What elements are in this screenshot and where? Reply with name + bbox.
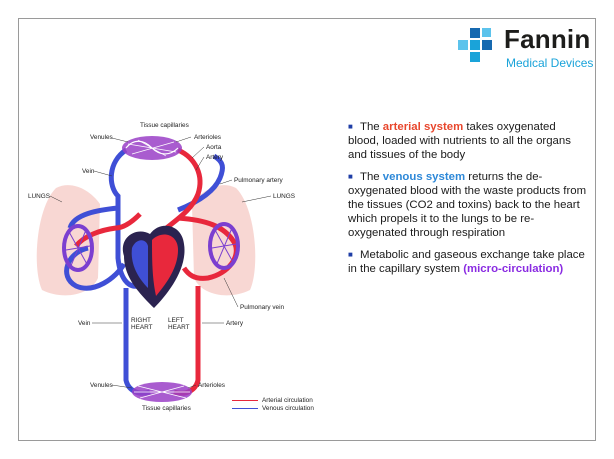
circulation-diagram: Tissue capillaries Venules Arterioles Ao… bbox=[28, 118, 348, 418]
legend-venous-label: Venous circulation bbox=[262, 405, 314, 412]
fannin-cross-icon bbox=[456, 26, 502, 68]
bottom-capillary-bed bbox=[132, 382, 192, 402]
label-aorta: Aorta bbox=[206, 144, 222, 151]
legend-arterial-label: Arterial circulation bbox=[262, 397, 313, 404]
fannin-logo: Fannin Medical Devices bbox=[456, 22, 596, 82]
diagram-legend: Arterial circulation Venous circulation bbox=[232, 396, 314, 412]
label-arterioles-top: Arterioles bbox=[194, 134, 221, 141]
label-pulmonary-artery: Pulmonary artery bbox=[234, 177, 283, 184]
label-venules-top: Venules bbox=[90, 134, 113, 141]
label-tissue-capillaries-bottom: Tissue capillaries bbox=[142, 405, 191, 412]
label-left-heart-1: LEFT bbox=[168, 317, 184, 324]
label-artery-top: Artery bbox=[206, 154, 224, 161]
label-tissue-capillaries-top: Tissue capillaries bbox=[140, 122, 189, 129]
bullet-square-icon: ■ bbox=[348, 120, 360, 134]
arterial-swatch bbox=[232, 400, 258, 401]
label-pulmonary-vein: Pulmonary vein bbox=[240, 304, 284, 311]
label-right-heart-2: HEART bbox=[131, 324, 153, 331]
venous-swatch bbox=[232, 408, 258, 409]
bullet-3-term: (micro-circulation) bbox=[463, 263, 563, 275]
bullet-2-term: venous system bbox=[383, 171, 465, 183]
bullet-1-before: The bbox=[360, 121, 383, 133]
legend-venous: Venous circulation bbox=[232, 404, 314, 412]
bullet-venous: ■The venous system returns the de-oxygen… bbox=[348, 170, 588, 240]
logo-name: Fannin bbox=[504, 24, 590, 55]
label-lungs-right: LUNGS bbox=[273, 193, 295, 200]
label-right-heart-1: RIGHT bbox=[131, 317, 151, 324]
bullet-square-icon: ■ bbox=[348, 248, 360, 262]
label-left-heart-2: HEART bbox=[168, 324, 190, 331]
label-vein-top: Vein bbox=[82, 168, 95, 175]
bullet-exchange: ■Metabolic and gaseous exchange take pla… bbox=[348, 248, 588, 276]
label-venules-bottom: Venules bbox=[90, 382, 113, 389]
label-arterioles-bottom: Arterioles bbox=[198, 382, 225, 389]
bullet-1-term: arterial system bbox=[383, 121, 463, 133]
bullet-arterial: ■The arterial system takes oxygenated bl… bbox=[348, 120, 588, 162]
heart bbox=[123, 226, 185, 308]
label-vein-bottom: Vein bbox=[78, 320, 91, 327]
top-capillary-bed bbox=[122, 136, 182, 160]
bullet-square-icon: ■ bbox=[348, 170, 360, 184]
label-artery-bottom: Artery bbox=[226, 320, 244, 327]
bullet-2-before: The bbox=[360, 171, 383, 183]
logo-subtitle: Medical Devices bbox=[506, 56, 593, 70]
label-lungs-left: LUNGS bbox=[28, 193, 50, 200]
bullet-list: ■The arterial system takes oxygenated bl… bbox=[348, 120, 588, 284]
legend-arterial: Arterial circulation bbox=[232, 396, 314, 404]
